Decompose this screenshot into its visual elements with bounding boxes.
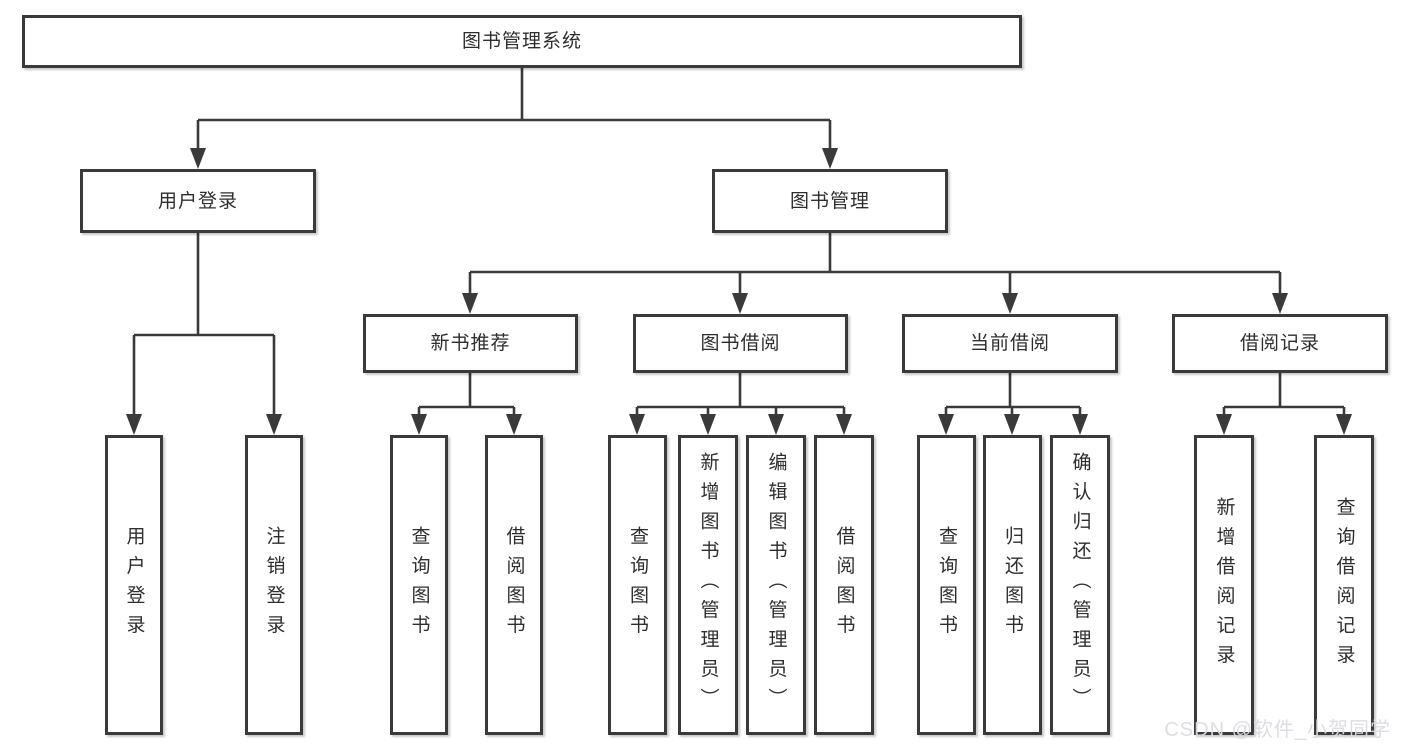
node-book-borrow: 图书借阅 xyxy=(633,314,848,373)
leaf-current-query-books: 查询图书 xyxy=(917,435,976,735)
connector-current-borrow-children xyxy=(938,373,1088,435)
connector-user-login-children xyxy=(126,233,282,435)
node-user-login: 用户登录 xyxy=(80,169,316,233)
leaf-borrow-borrow-books: 借阅图书 xyxy=(814,435,874,735)
leaf-borrow-edit-books-admin: 编辑图书（管理员） xyxy=(746,435,806,735)
leaf-current-return-books: 归还图书 xyxy=(983,435,1042,735)
leaf-user-login: 用户登录 xyxy=(105,435,163,735)
connector-new-book-recommend-children xyxy=(411,373,522,435)
watermark: CSDN @软件_小贺同学 xyxy=(1164,719,1391,741)
node-borrow-records: 借阅记录 xyxy=(1172,314,1388,373)
leaf-recommend-query-books: 查询图书 xyxy=(390,435,448,735)
node-new-book-recommend: 新书推荐 xyxy=(363,314,578,373)
leaf-logout-login: 注销登录 xyxy=(245,435,303,735)
leaf-current-confirm-return-admin: 确认归还（管理员） xyxy=(1050,435,1110,735)
leaf-borrow-query-books: 查询图书 xyxy=(608,435,667,735)
connector-book-management-sections xyxy=(462,233,1288,314)
leaf-borrow-add-books-admin: 新增图书（管理员） xyxy=(678,435,738,735)
leaf-records-add-record: 新增借阅记录 xyxy=(1194,435,1254,735)
connector-root-to-level2 xyxy=(190,68,838,169)
node-book-management: 图书管理 xyxy=(712,169,948,233)
leaf-recommend-borrow-books: 借阅图书 xyxy=(485,435,543,735)
leaf-records-query-record: 查询借阅记录 xyxy=(1314,435,1374,735)
connector-book-borrow-children xyxy=(629,373,852,435)
connector-borrow-records-children xyxy=(1216,373,1352,435)
node-root: 图书管理系统 xyxy=(22,15,1022,68)
node-current-borrow: 当前借阅 xyxy=(902,314,1118,373)
